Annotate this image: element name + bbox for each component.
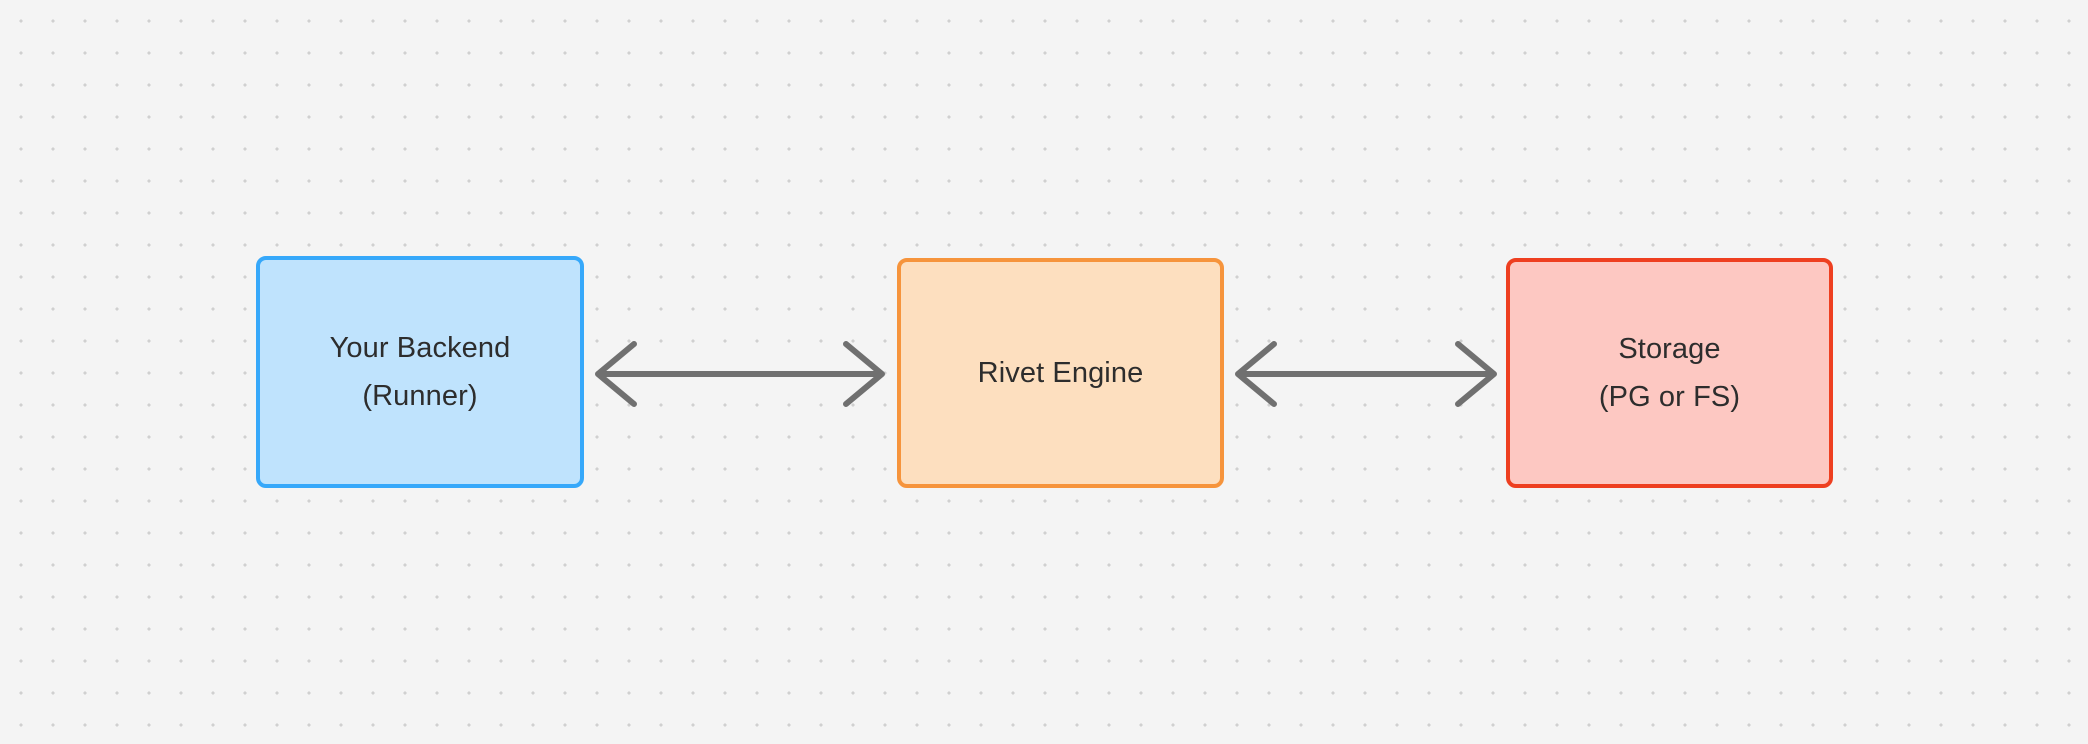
node-label-rivet-engine: Rivet Engine [977,357,1144,389]
node-rivet-engine[interactable]: Rivet Engine [897,258,1224,488]
node-your-backend[interactable]: Your Backend (Runner) [256,256,584,488]
edge-engine-to-storage[interactable] [1230,330,1502,418]
arrowhead-left-icon [595,341,637,407]
arrowhead-left-icon [1235,341,1277,407]
arrowhead-right-icon [843,341,885,407]
node-storage[interactable]: Storage (PG or FS) [1506,258,1833,488]
node-label-your-backend: Your Backend (Runner) [329,332,511,412]
node-label-storage: Storage (PG or FS) [1598,333,1741,413]
arrowhead-right-icon [1455,341,1497,407]
edge-backend-to-engine[interactable] [590,330,890,418]
